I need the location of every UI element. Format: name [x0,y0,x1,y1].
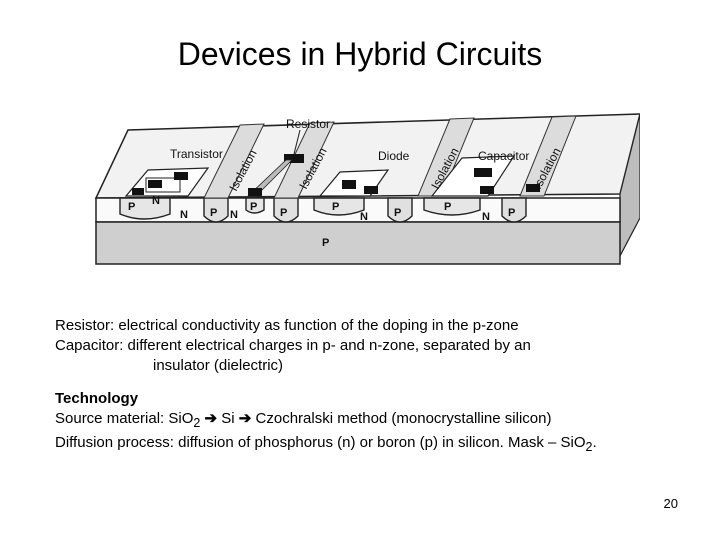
label-substrate: P [322,237,329,249]
label-p-1: P [128,201,135,213]
source-method: Czochralski method (monocrystalline sili… [255,410,552,427]
transistor-contact-1 [148,180,162,188]
p-substrate [95,221,621,265]
capacitor-contact-2 [480,186,494,194]
diffusion-text: Diffusion process: diffusion of phosphor… [55,434,586,451]
diffusion-end: . [592,434,597,451]
label-p-5: P [332,201,339,213]
p-well-transistor [119,197,171,220]
label-transistor: Transistor [170,147,223,161]
label-p-4: P [280,207,287,219]
p-well-resistor [245,197,265,214]
source-si: Si [221,410,235,427]
arrow-icon: ➔ [204,410,218,427]
resistor-contact-2 [248,188,262,196]
resistor-contact-1 [284,154,304,163]
diffusion-line: Diffusion process: diffusion of phosphor… [55,433,695,457]
isolation-well-3 [387,197,413,223]
isolation-well-1 [203,197,229,223]
technology-heading: Technology [55,390,139,407]
capacitor-description: Capacitor: different electrical charges … [55,337,531,354]
diffusion-subscript: 2 [585,440,593,454]
label-p-6: P [394,207,401,219]
capacitor-description-continued: insulator (dielectric) [153,357,284,374]
label-p-2: P [210,207,217,219]
p-well-capacitor [423,197,481,216]
slide-body: Resistor: electrical conductivity as fun… [55,316,695,457]
isolation-strip-1 [203,123,265,199]
label-n-1: N [180,209,188,221]
label-n-3: N [360,211,368,223]
hybrid-circuit-diagram: Transistor Resistor Diode Capacitor Isol… [88,106,640,276]
diode-contact-1 [342,180,356,189]
isolation-well-2 [273,197,299,223]
cross-section-svg: Transistor Resistor Diode Capacitor Isol… [94,113,640,265]
label-p-3: P [250,201,257,213]
label-n-small: N [152,195,160,207]
isolation-contact [526,184,540,192]
resistor-description: Resistor: electrical conductivity as fun… [55,317,519,334]
source-material-line: Source material: SiO2 ➔ Si ➔ Czochralski… [55,409,695,433]
label-p-7: P [444,201,451,213]
resistor-leader [293,129,301,155]
label-diode: Diode [378,149,410,163]
label-resistor: Resistor [286,117,330,131]
isolation-strip-4 [519,115,577,197]
source-material-text: Source material: SiO [55,410,194,427]
diode-contact-2 [364,186,378,194]
page-number: 20 [663,496,678,511]
capacitor-contact-1 [474,168,492,177]
p-well-diode [313,197,365,216]
label-n-2: N [230,209,238,221]
slide-title: Devices in Hybrid Circuits [177,36,543,72]
label-p-8: P [508,207,515,219]
transistor-contact-3 [132,188,144,195]
isolation-well-4 [501,197,527,223]
label-capacitor: Capacitor [478,149,529,163]
arrow-icon-2: ➔ [238,410,252,427]
transistor-contact-2 [174,172,188,180]
label-n-4: N [482,211,490,223]
source-subscript: 2 [193,416,201,430]
